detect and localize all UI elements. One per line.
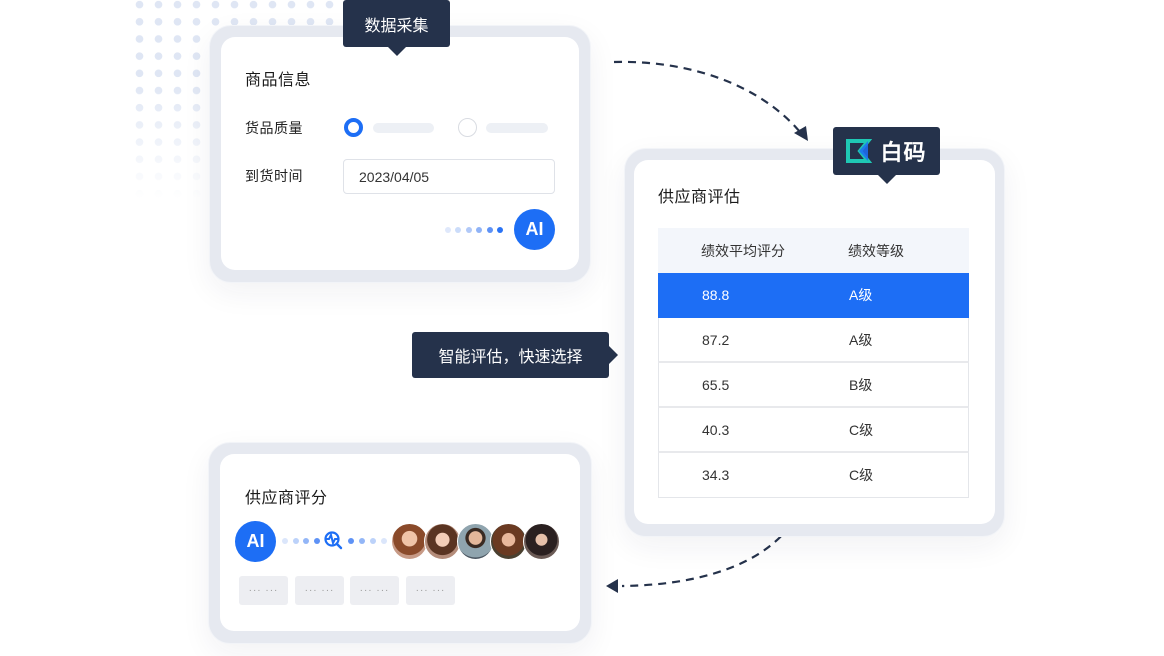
cell-score: 40.3 — [702, 421, 730, 438]
supplier-avatar-1[interactable] — [391, 523, 428, 560]
quality-radio-option-1[interactable] — [344, 118, 363, 137]
cell-grade: A级 — [849, 331, 873, 348]
table-row[interactable]: 40.3 C级 — [658, 408, 969, 453]
quality-label: 货品质量 — [245, 120, 303, 136]
header-grade: 绩效等级 — [848, 242, 904, 259]
table-header: 绩效平均评分 绩效等级 — [658, 228, 969, 273]
brand-tooltip: 白码 — [833, 127, 940, 184]
ai-badge: AI — [235, 521, 276, 562]
cell-grade: A级 — [849, 286, 873, 303]
ai-badge: AI — [514, 209, 555, 250]
arrow-path-to-evaluation — [613, 60, 801, 133]
baima-logo-icon — [846, 139, 873, 163]
placeholder-chip: ··· ··· — [239, 576, 288, 605]
placeholder-chip: ··· ··· — [350, 576, 399, 605]
arrowhead-left-icon — [606, 579, 618, 593]
data-collection-tooltip: 数据采集 — [343, 0, 450, 56]
supplier-avatar-2[interactable] — [424, 523, 461, 560]
table-row[interactable]: 65.5 B级 — [658, 363, 969, 408]
placeholder-chip: ··· ··· — [406, 576, 455, 605]
supplier-avatar-3[interactable] — [457, 523, 494, 560]
data-collection-label: 数据采集 — [364, 17, 429, 35]
table-row[interactable]: 87.2 A级 — [658, 318, 969, 363]
supplier-avatar-4[interactable] — [490, 523, 527, 560]
table-row[interactable]: 34.3 C级 — [658, 453, 969, 498]
product-card-title: 商品信息 — [245, 72, 312, 89]
arrowhead-down-icon — [794, 126, 808, 141]
cell-grade: B级 — [849, 376, 873, 393]
arrival-label: 到货时间 — [245, 168, 303, 184]
pulse-search-icon — [324, 531, 343, 550]
brand-label: 白码 — [880, 140, 927, 165]
cell-grade: C级 — [849, 421, 874, 438]
arrow-path-to-scoring — [621, 525, 791, 588]
quality-option-1-placeholder — [373, 123, 434, 133]
cell-score: 34.3 — [702, 467, 730, 483]
placeholder-chip: ··· ··· — [295, 576, 344, 605]
scoring-card-title: 供应商评分 — [245, 490, 328, 507]
header-score: 绩效平均评分 — [701, 242, 785, 259]
cell-score: 88.8 — [702, 286, 730, 303]
cell-grade: C级 — [849, 467, 874, 483]
smart-evaluation-tooltip: 智能评估，快速选择 — [412, 332, 618, 378]
cell-score: 65.5 — [702, 376, 730, 393]
quality-radio-option-2[interactable] — [458, 118, 477, 137]
arrival-date-input[interactable]: 2023/04/05 — [343, 159, 555, 194]
evaluation-table: 绩效平均评分 绩效等级 88.8 A级 87.2 A级 65.5 B级 40.3… — [658, 228, 969, 498]
table-row[interactable]: 88.8 A级 — [658, 273, 969, 318]
cell-score: 87.2 — [702, 331, 730, 348]
smart-evaluation-label: 智能评估，快速选择 — [438, 349, 583, 366]
supplier-avatar-5[interactable] — [523, 523, 560, 560]
evaluation-card-title: 供应商评估 — [658, 189, 741, 206]
quality-option-2-placeholder — [486, 123, 548, 133]
